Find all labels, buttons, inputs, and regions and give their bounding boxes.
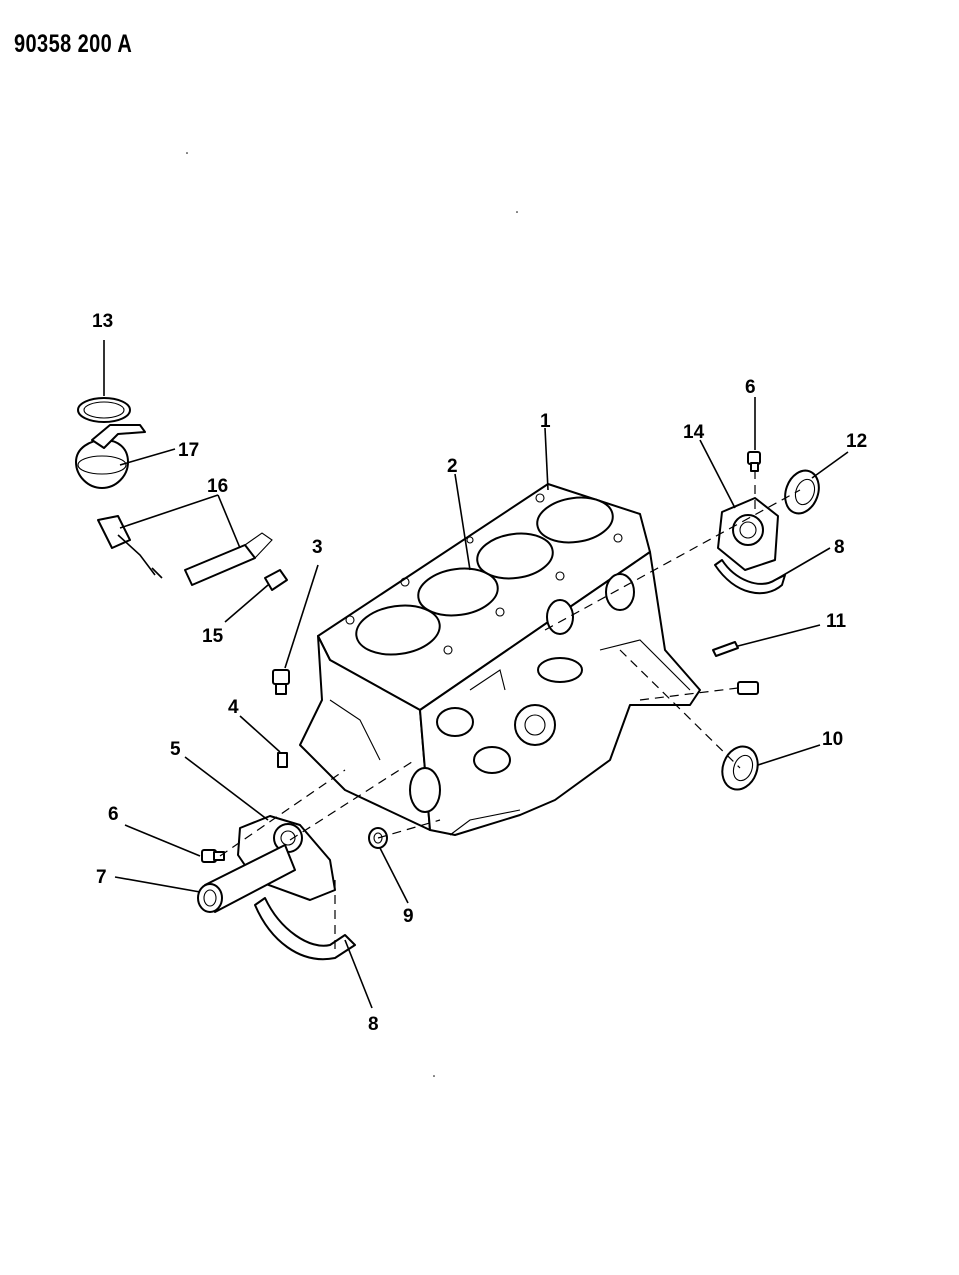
gasket-part-8-lower (254, 897, 356, 961)
leader-lines (103, 340, 849, 1009)
dowel-pin-part-4 (277, 752, 288, 768)
callout-5: 5 (170, 739, 181, 760)
sending-unit-part-17 (75, 424, 146, 489)
callout-1: 1 (540, 411, 551, 432)
callout-14: 14 (683, 422, 705, 443)
callout-8-lower: 8 (368, 1014, 379, 1035)
seal-part-12 (784, 469, 820, 515)
callout-3: 3 (312, 537, 323, 558)
callout-6-left: 6 (108, 804, 119, 825)
seal-part-7 (197, 844, 296, 913)
pin-part-11 (712, 641, 739, 657)
callout-4: 4 (228, 697, 239, 718)
callout-10: 10 (822, 729, 843, 750)
callout-16: 16 (207, 476, 228, 497)
callout-17: 17 (178, 440, 199, 461)
callout-8-upper: 8 (834, 537, 845, 558)
callout-6-right: 6 (745, 377, 756, 398)
callout-2: 2 (447, 456, 458, 477)
bolt-part-6-left (201, 849, 225, 863)
callout-11: 11 (826, 611, 847, 632)
callout-12: 12 (846, 431, 867, 452)
bolt-part-6-right (747, 451, 761, 472)
clip-part-15 (264, 569, 288, 591)
callout-13: 13 (92, 311, 113, 332)
sensor-wire-part-16 (97, 515, 273, 586)
drawing-number: 90358 200 A (14, 30, 133, 58)
bolt-part-3 (272, 669, 290, 695)
callout-7: 7 (96, 867, 107, 888)
engine-block (299, 483, 701, 836)
retainer-housing-part-14 (717, 497, 779, 571)
callout-15: 15 (202, 626, 224, 647)
callout-9: 9 (403, 906, 414, 927)
